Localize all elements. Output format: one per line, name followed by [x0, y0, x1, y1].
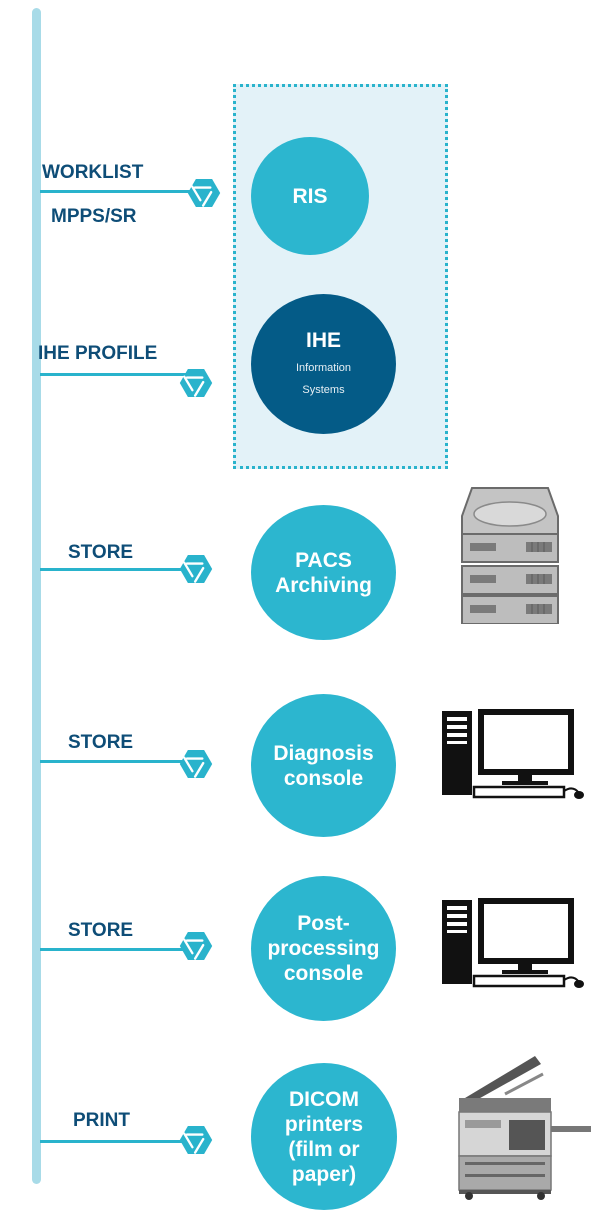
pacs-node: PACS Archiving	[251, 505, 396, 640]
desktop-computer-icon	[442, 898, 584, 988]
mpps-sr-label: MPPS/SR	[51, 206, 137, 227]
print-label: PRINT	[73, 1110, 130, 1131]
node-title: console	[283, 766, 364, 790]
connector-line	[40, 568, 190, 571]
node-title: console	[283, 962, 364, 985]
node-subtitle: Information	[295, 361, 352, 374]
dicom-printers-node: DICOM printers (film or paper)	[251, 1063, 397, 1210]
printer-icon	[458, 1056, 591, 1200]
shutter-icon	[178, 551, 214, 587]
node-title: RIS	[292, 184, 328, 208]
shutter-icon	[178, 746, 214, 782]
post-processing-console-node: Post- processing console	[251, 876, 396, 1021]
server-stack-icon	[461, 487, 559, 624]
network-bus	[32, 8, 41, 1184]
node-title: paper)	[291, 1162, 357, 1186]
diagnosis-console-node: Diagnosis console	[251, 694, 396, 837]
node-title: PACS	[295, 548, 352, 572]
ihe-node: IHE Information Systems	[251, 294, 396, 434]
ris-node: RIS	[251, 137, 369, 255]
node-title: DICOM	[289, 1087, 359, 1111]
connector-line	[40, 1140, 190, 1143]
node-title: Archiving	[275, 573, 372, 597]
connector-line	[40, 760, 190, 763]
node-title: printers	[284, 1112, 364, 1136]
store-label: STORE	[68, 732, 134, 753]
node-subtitle: Systems	[302, 383, 345, 396]
shutter-icon	[178, 1122, 214, 1158]
worklist-label: WORKLIST	[42, 162, 144, 183]
shutter-icon	[178, 928, 214, 964]
shutter-icon	[178, 365, 214, 401]
connector-line	[40, 948, 190, 951]
store-label: STORE	[68, 542, 134, 563]
node-title: processing	[267, 937, 380, 960]
desktop-computer-icon	[442, 709, 584, 799]
store-label: STORE	[68, 920, 134, 941]
ihe-profile-label: IHE PROFILE	[38, 343, 158, 364]
node-title: Diagnosis	[273, 741, 374, 765]
node-title: Post-	[297, 912, 350, 935]
shutter-icon	[186, 175, 222, 211]
node-title: IHE	[305, 328, 341, 352]
node-title: (film or	[288, 1137, 360, 1161]
connector-line	[40, 190, 190, 193]
connector-line	[40, 373, 190, 376]
